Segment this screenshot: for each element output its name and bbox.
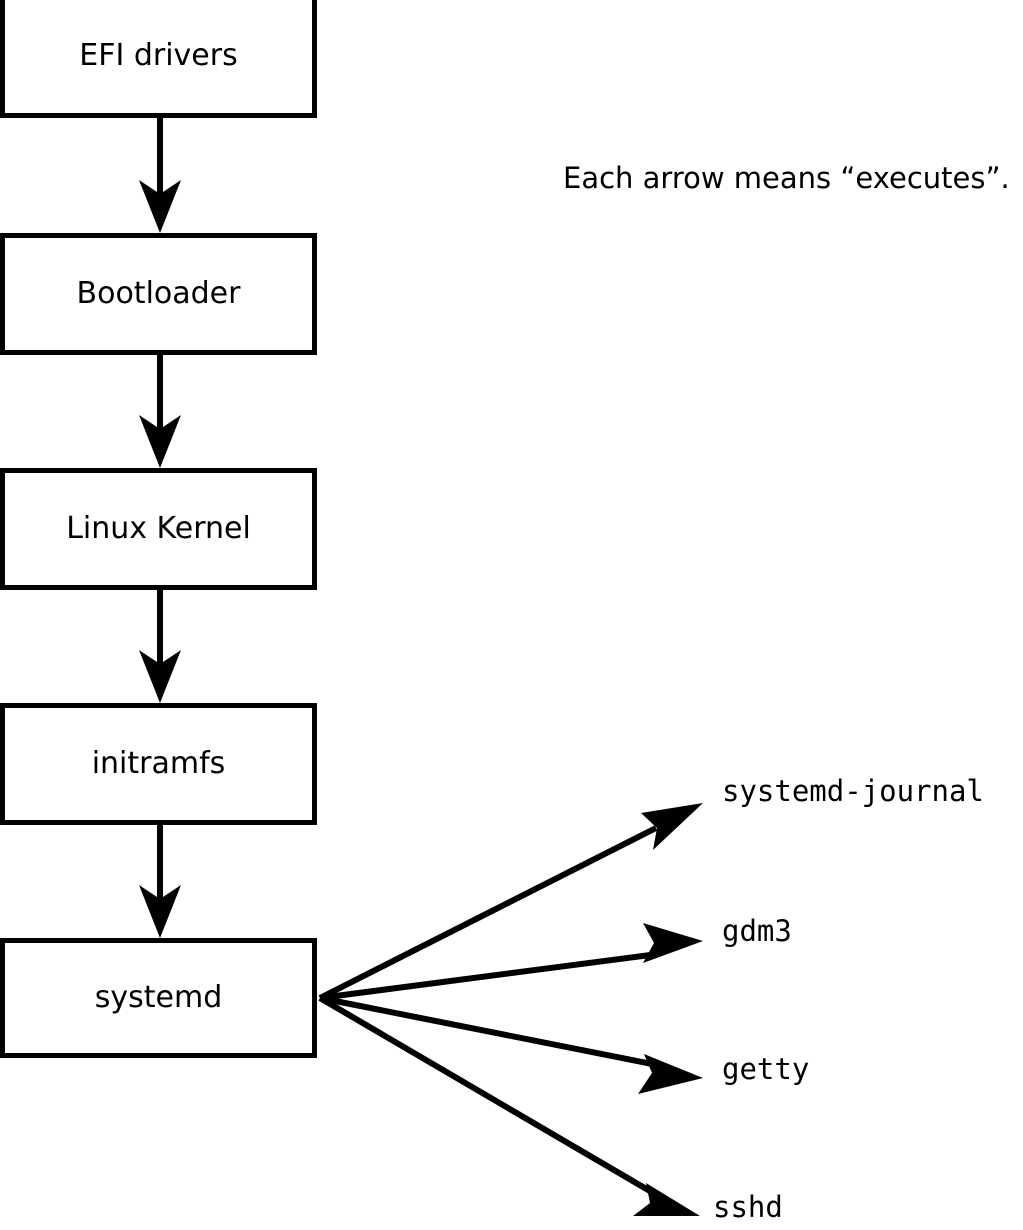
- service-label-systemd-journal[interactable]: systemd-journal: [722, 774, 984, 808]
- stage-box-linux-kernel[interactable]: Linux Kernel: [0, 468, 317, 590]
- chain-arrow-efi-to-bootloader: [139, 118, 181, 233]
- diagram-caption: Each arrow means “executes”.: [563, 161, 1010, 195]
- stage-box-bootloader[interactable]: Bootloader: [0, 233, 317, 355]
- fanout-arrow-sshd: [318, 995, 700, 1216]
- stage-box-systemd[interactable]: systemd: [0, 938, 317, 1058]
- chain-arrow-kernel-to-initramfs: [139, 590, 181, 703]
- chain-arrow-bootloader-to-kernel: [139, 355, 181, 468]
- stage-box-initramfs[interactable]: initramfs: [0, 703, 317, 825]
- service-label-getty[interactable]: getty: [722, 1052, 810, 1086]
- service-label-gdm3[interactable]: gdm3: [722, 914, 792, 948]
- chain-arrow-initramfs-to-systemd: [139, 825, 181, 938]
- stage-label-initramfs: initramfs: [91, 746, 226, 781]
- stage-label-bootloader: Bootloader: [76, 276, 241, 311]
- stage-box-efi-drivers[interactable]: EFI drivers: [0, 0, 317, 118]
- fanout-arrow-systemd-journal: [318, 803, 703, 1001]
- service-label-sshd[interactable]: sshd: [713, 1190, 783, 1224]
- stage-label-systemd: systemd: [94, 980, 223, 1015]
- fanout-arrow-gdm3: [319, 923, 703, 1001]
- stage-label-efi-drivers: EFI drivers: [79, 38, 238, 73]
- fanout-arrow-getty: [319, 995, 703, 1094]
- stage-label-linux-kernel: Linux Kernel: [66, 511, 251, 546]
